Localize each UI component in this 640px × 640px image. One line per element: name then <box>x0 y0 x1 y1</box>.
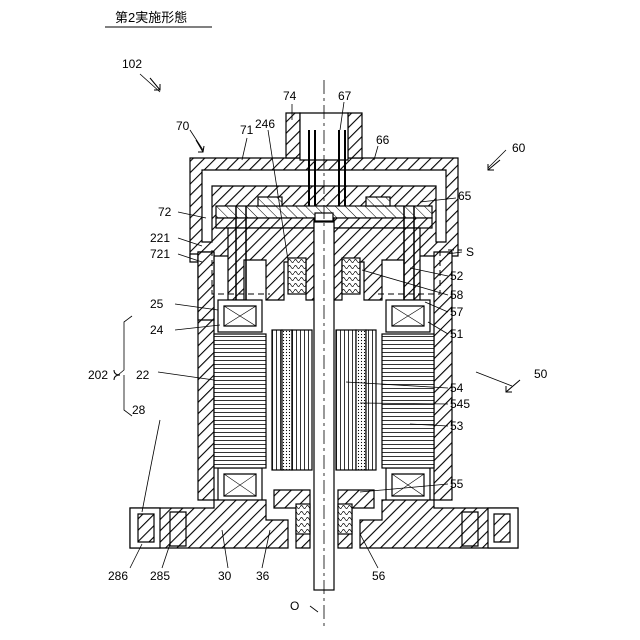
label-55: 55 <box>450 477 464 491</box>
label-202: 202 <box>88 368 108 382</box>
label-S: S <box>466 245 474 259</box>
label-51: 51 <box>450 327 464 341</box>
label-36: 36 <box>256 569 270 583</box>
label-28: 28 <box>132 403 146 417</box>
label-54: 54 <box>450 381 464 395</box>
label-72: 72 <box>158 205 172 219</box>
label-70: 70 <box>176 119 190 133</box>
label-286: 286 <box>108 569 128 583</box>
label-65: 65 <box>458 189 472 203</box>
label-53: 53 <box>450 419 464 433</box>
label-60: 60 <box>512 141 526 155</box>
label-545: 545 <box>450 397 470 411</box>
label-221: 221 <box>150 231 170 245</box>
label-74: 74 <box>283 89 297 103</box>
label-57: 57 <box>450 305 464 319</box>
label-285: 285 <box>150 569 170 583</box>
label-721: 721 <box>150 247 170 261</box>
label-30: 30 <box>218 569 232 583</box>
label-52: 52 <box>450 269 464 283</box>
label-71: 71 <box>240 123 254 137</box>
label-246: 246 <box>255 117 275 131</box>
label-66: 66 <box>376 133 390 147</box>
label-56: 56 <box>372 569 386 583</box>
label-24: 24 <box>150 323 164 337</box>
label-102: 102 <box>122 57 142 71</box>
label-25: 25 <box>150 297 164 311</box>
label-O: O <box>290 599 299 613</box>
label-22: 22 <box>136 368 150 382</box>
label-58: 58 <box>450 288 464 302</box>
label-67: 67 <box>338 89 352 103</box>
figure-heading: 第2実施形態 <box>115 10 187 25</box>
label-50: 50 <box>534 367 548 381</box>
